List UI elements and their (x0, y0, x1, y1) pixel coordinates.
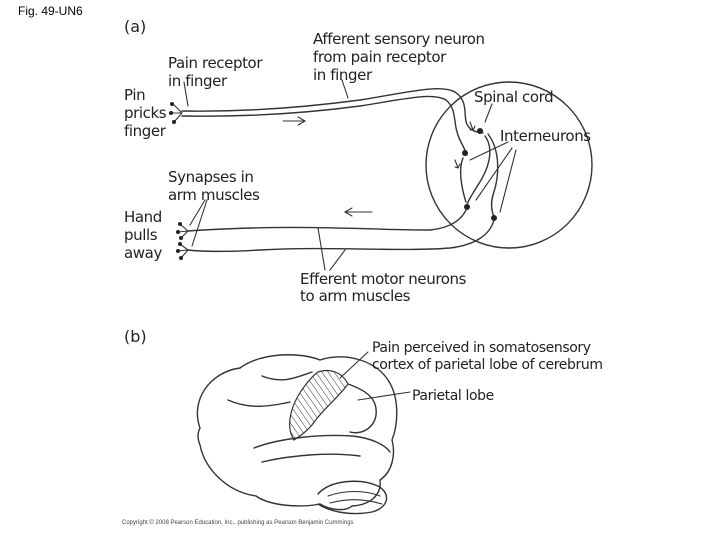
pin-label-3: finger (124, 122, 167, 140)
figure-label: Fig. 49-UN6 (18, 4, 83, 18)
spinal-cord-label: Spinal cord (474, 88, 553, 106)
copyright-notice: Copyright © 2008 Pearson Education, Inc.… (122, 519, 354, 526)
cord-arrows (454, 121, 476, 169)
efferent-motor-neurons (176, 207, 495, 260)
pain-perceived-label-1: Pain perceived in somatosensory (372, 340, 591, 356)
pin-label-1: Pin (124, 86, 145, 104)
synapses-label-2: arm muscles (168, 186, 260, 204)
pin-label-2: pricks (124, 104, 167, 122)
interneurons-label: Interneurons (500, 127, 591, 145)
direction-arrow-right (282, 116, 307, 126)
panel-b-label: (b) (124, 327, 147, 346)
afferent-sensory-neuron (181, 87, 484, 156)
hand-label-3: away (124, 244, 162, 262)
leader-lines-a (183, 79, 517, 271)
spinal-cord-circle (425, 81, 593, 249)
pain-receptor-endings (169, 102, 183, 124)
synapses-label-1: Synapses in (168, 168, 254, 186)
hand-label-2: pulls (124, 226, 158, 244)
pain-receptor-label-1: Pain receptor (168, 54, 263, 72)
brain-drawing (196, 354, 398, 515)
hand-label-1: Hand (124, 208, 162, 226)
afferent-label-3: in finger (313, 66, 373, 84)
afferent-label-2: from pain receptor (313, 48, 447, 66)
direction-arrow-left (343, 207, 373, 217)
efferent-label-2: to arm muscles (300, 287, 411, 305)
parietal-lobe-label: Parietal lobe (412, 388, 494, 404)
somatosensory-cortex-region (289, 369, 349, 441)
leader-lines-b (339, 351, 411, 401)
pain-receptor-label-2: in finger (168, 72, 228, 90)
pain-perceived-label-2: cortex of parietal lobe of cerebrum (372, 357, 603, 373)
panel-a-label: (a) (124, 17, 146, 36)
efferent-label-1: Efferent motor neurons (300, 270, 467, 288)
interneurons (459, 128, 499, 221)
afferent-label-1: Afferent sensory neuron (313, 30, 485, 48)
